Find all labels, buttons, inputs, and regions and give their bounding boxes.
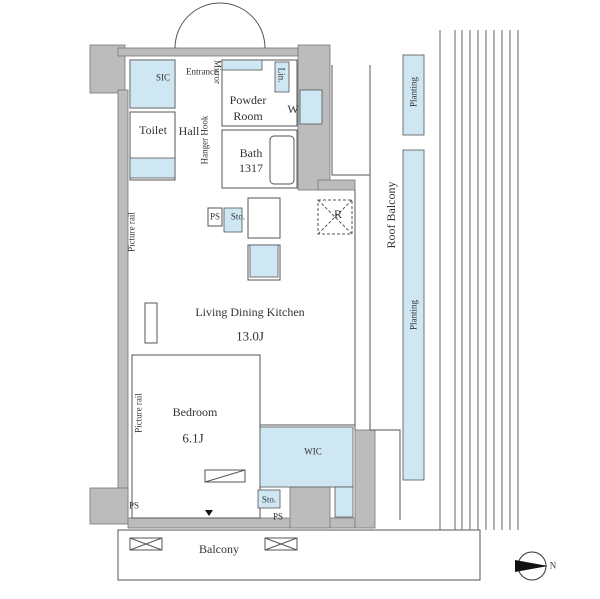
label-mirror: Mirror xyxy=(212,60,223,84)
label-picture-rail-ldk: Picture rail xyxy=(126,212,137,252)
label-toilet: Toilet xyxy=(139,123,167,137)
label-planting-top: Planting xyxy=(408,76,419,108)
label-planting-main: Planting xyxy=(408,299,419,331)
label-ldk-size: 13.0J xyxy=(236,328,264,344)
label-powder-room-2: Room xyxy=(233,109,263,123)
fixtures xyxy=(129,54,425,518)
label-hanger-hook: Hanger Hook xyxy=(199,115,210,165)
label-wic: WIC xyxy=(304,446,322,457)
label-hall: Hall xyxy=(178,124,200,138)
label-refrigerator: R xyxy=(333,207,343,221)
label-roof-balcony: Roof Balcony xyxy=(384,181,398,249)
label-ps-top: PS xyxy=(209,211,221,222)
compass-icon xyxy=(515,551,548,581)
label-powder-room: Powder xyxy=(229,93,267,107)
label-ps-left: PS xyxy=(128,500,140,511)
label-sic: SIC xyxy=(155,72,171,83)
label-linen: Lin. xyxy=(276,67,287,83)
label-storage-bottom: Sto. xyxy=(261,494,277,505)
railings xyxy=(439,30,519,530)
label-ldk: Living Dining Kitchen xyxy=(195,305,305,319)
label-storage-top: Sto. xyxy=(230,211,246,222)
label-picture-rail-bedroom: Picture rail xyxy=(133,393,144,433)
label-washer: W xyxy=(287,102,299,116)
label-bedroom-size: 6.1J xyxy=(182,430,204,446)
label-ps-bottom: PS xyxy=(272,511,284,522)
label-entrance: Entrance xyxy=(186,66,218,77)
entry-marker-icon xyxy=(205,510,213,516)
compass-north-label: N xyxy=(549,560,557,571)
label-balcony: Balcony xyxy=(199,542,239,556)
label-bedroom: Bedroom xyxy=(172,405,218,419)
label-bath-size: 1317 xyxy=(239,161,263,175)
label-bath: Bath xyxy=(239,146,263,160)
